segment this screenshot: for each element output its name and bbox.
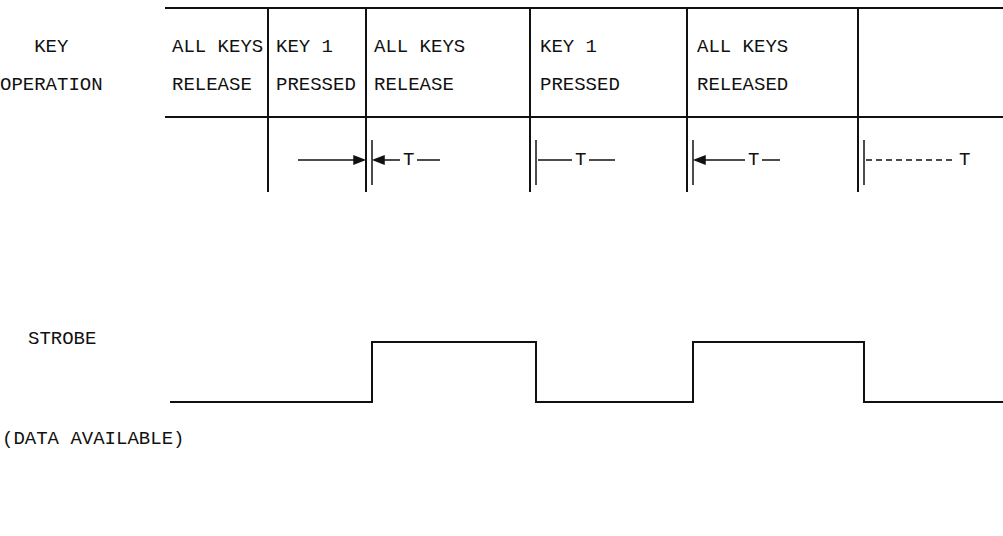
delay-label: T	[956, 149, 973, 171]
key-state: KEY 1 PRESSED	[276, 28, 379, 104]
delay-arrow	[298, 159, 360, 161]
signal-note: (DATA AVAILABLE)	[2, 420, 184, 458]
delay-label: T	[745, 149, 762, 171]
key-state: KEY 1 PRESSED	[540, 28, 643, 104]
key-state: ALL KEYS RELEASED	[697, 28, 800, 104]
key-state: ALL KEYS RELEASE	[374, 28, 477, 104]
delay-tick	[692, 140, 694, 185]
arrowhead	[695, 156, 705, 164]
delay-tick	[371, 140, 373, 185]
arrowhead	[354, 156, 364, 164]
key-state: ALL KEYS RELEASE	[172, 28, 275, 104]
signal-name: STROBE	[28, 320, 96, 358]
delay-tick	[535, 140, 537, 185]
delay-label: T	[400, 149, 417, 171]
table-rule	[165, 7, 1003, 9]
delay-arrow	[866, 159, 955, 161]
delay-tick	[863, 140, 865, 185]
column-divider	[267, 8, 269, 192]
column-divider	[857, 8, 859, 192]
column-divider	[529, 8, 531, 192]
arrowhead	[374, 156, 384, 164]
table-rule	[165, 116, 1003, 118]
column-divider	[365, 8, 367, 192]
delay-label: T	[572, 149, 589, 171]
delay-arrow	[695, 159, 780, 161]
row-heading: KEY OPERATION	[0, 28, 103, 104]
column-divider	[686, 8, 688, 192]
strobe-waveform	[170, 342, 1003, 402]
